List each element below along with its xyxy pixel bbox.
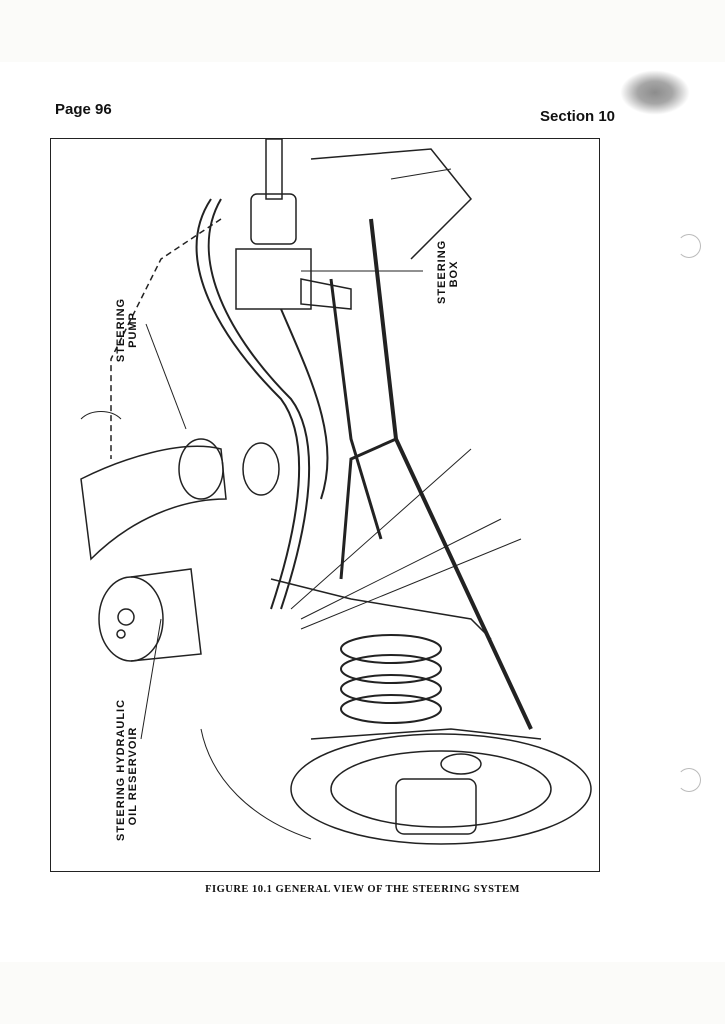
label-line: BOX <box>448 260 460 288</box>
label-line: OIL RESERVOIR <box>127 726 139 826</box>
figure-frame <box>50 138 600 872</box>
steering-system-illustration <box>80 139 592 845</box>
label-line: STEERING <box>436 239 448 304</box>
label-oil-reservoir: STEERING HYDRAULIC OIL RESERVOIR <box>115 698 139 841</box>
figure-caption: FIGURE 10.1 GENERAL VIEW OF THE STEERING… <box>205 884 520 895</box>
section-title: Section 10 <box>540 108 616 125</box>
page-sheet <box>0 62 725 962</box>
label-line: STEERING HYDRAULIC <box>115 698 127 841</box>
punch-hole <box>677 234 701 258</box>
paper-stain <box>620 70 690 115</box>
label-line: STEERING <box>115 297 127 363</box>
punch-hole <box>677 768 701 792</box>
label-line: PUMP <box>127 312 139 348</box>
label-steering-pump: STEERING PUMP <box>115 295 139 365</box>
label-steering-box: STEERING BOX <box>436 239 460 304</box>
page-number: Page 96 <box>55 101 112 118</box>
